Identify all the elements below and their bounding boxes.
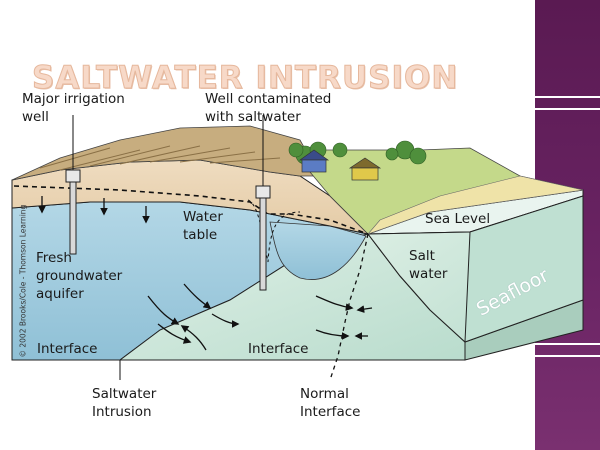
irrigation-well-icon xyxy=(65,115,81,255)
house-icon xyxy=(298,149,382,181)
water-table-line xyxy=(13,185,369,235)
label-sea-level: Sea Level xyxy=(425,211,491,227)
label-salt-water: Salt water xyxy=(409,248,448,282)
label-fresh-aquifer: Fresh groundwater aquifer xyxy=(36,250,123,302)
farmland-furrows xyxy=(39,145,281,171)
contamination-cone xyxy=(269,221,367,280)
beach-strip xyxy=(367,175,584,235)
side-band-stripe xyxy=(535,343,600,345)
label-saltwater-intrusion: Saltwater Intrusion xyxy=(92,386,157,420)
label-interface-left: Interface xyxy=(37,341,98,357)
block-end-face xyxy=(464,195,584,343)
label-water-table: Water table xyxy=(183,209,223,243)
normal-interface-line xyxy=(329,233,369,381)
label-interface-center: Interface xyxy=(248,341,309,357)
side-band-stripe xyxy=(535,96,600,98)
contaminated-well-icon xyxy=(255,115,271,291)
label-contaminated-well: Well contaminated with saltwater xyxy=(205,91,332,125)
drawdown-cone-line xyxy=(247,199,301,263)
slide-title: SALTWATER INTRUSION xyxy=(31,60,459,97)
side-band-stripe xyxy=(535,355,600,357)
copyright-credit: © 2002 Brooks/Cole - Thomson Learning xyxy=(18,204,28,358)
flow-arrows xyxy=(38,196,373,351)
label-normal-interface: Normal Interface xyxy=(300,386,361,420)
label-irrigation-well: Major irrigation well xyxy=(22,91,125,125)
side-band-stripe xyxy=(535,108,600,110)
